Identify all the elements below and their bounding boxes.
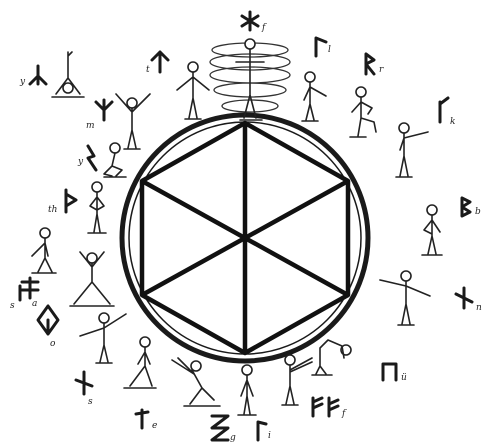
figure-standing-hips bbox=[88, 182, 106, 233]
rune-is: i bbox=[258, 422, 271, 441]
rune-not-sub: n bbox=[476, 303, 482, 313]
figure-bending-over bbox=[312, 340, 351, 375]
central-wheel bbox=[122, 115, 368, 361]
figure-arms-forward bbox=[282, 355, 312, 405]
rune-yr-sub: y bbox=[19, 77, 26, 87]
rune-thorn-sub: th bbox=[48, 205, 57, 215]
figure-diagonal-arms bbox=[80, 313, 126, 363]
figure-star-jump bbox=[70, 252, 114, 306]
rune-man: m bbox=[86, 100, 112, 131]
figure-arms-down-open bbox=[177, 62, 209, 119]
figure-standing-straight bbox=[238, 365, 256, 415]
rune-othil-sub: o bbox=[50, 339, 56, 349]
rune-hagal: f bbox=[242, 12, 267, 33]
rune-fa: f bbox=[313, 398, 347, 419]
figure-crouching bbox=[104, 143, 126, 177]
figure-leaning-lunge bbox=[172, 358, 220, 406]
rune-not: n bbox=[456, 288, 482, 313]
rune-tyr-sub: t bbox=[146, 65, 150, 75]
rune-yr: y bbox=[19, 66, 46, 87]
rune-laf-sub: l bbox=[328, 45, 331, 55]
rune-laf: l bbox=[316, 38, 331, 56]
rune-os: a bbox=[22, 278, 38, 309]
rune-tyr: t bbox=[146, 52, 168, 75]
rune-sig-sub: s bbox=[88, 397, 93, 407]
rune-ur: ü bbox=[383, 364, 407, 383]
figure-arms-raised-v bbox=[116, 94, 150, 149]
rune-is-sub: i bbox=[268, 431, 271, 441]
figure-headstand bbox=[52, 52, 84, 97]
figure-hand-on-hip bbox=[422, 205, 442, 255]
rune-sol: s bbox=[10, 286, 20, 311]
rune-ur-sub: ü bbox=[401, 373, 407, 383]
rune-eh: e bbox=[136, 410, 157, 431]
rune-thorn: th bbox=[48, 190, 76, 215]
figure-spiral-rotating bbox=[210, 39, 290, 120]
rune-gibor: g bbox=[212, 416, 236, 443]
rune-rit: r bbox=[366, 54, 384, 75]
rune-fa-sub: f bbox=[341, 409, 347, 419]
rune-othil: o bbox=[38, 306, 58, 349]
figure-raised-knee bbox=[350, 87, 376, 137]
rune-ka-sub: k bbox=[450, 117, 455, 127]
figure-arm-raised-side bbox=[302, 72, 326, 121]
figure-arm-pointing bbox=[396, 123, 428, 177]
rune-os-sub: a bbox=[32, 299, 37, 309]
figure-arms-horizontal bbox=[380, 271, 430, 325]
rune-sig: s bbox=[76, 372, 93, 407]
figure-walking bbox=[124, 337, 156, 388]
figure-arm-diagonal bbox=[32, 228, 56, 273]
rune-ka: k bbox=[440, 98, 455, 127]
rune-rit-sub: r bbox=[379, 65, 384, 75]
rune-hagal-sub: f bbox=[261, 23, 267, 33]
rune-sol-sub: s bbox=[10, 301, 15, 311]
rune-gibor-sub: g bbox=[230, 433, 236, 443]
rune-ehwaz-sub: y bbox=[77, 157, 84, 167]
rune-ehwaz: y bbox=[77, 146, 96, 170]
rune-eh-sub: e bbox=[152, 421, 157, 431]
rune-man-sub: m bbox=[86, 121, 95, 131]
rune-bar: b bbox=[462, 198, 481, 217]
rune-bar-sub: b bbox=[475, 207, 481, 217]
